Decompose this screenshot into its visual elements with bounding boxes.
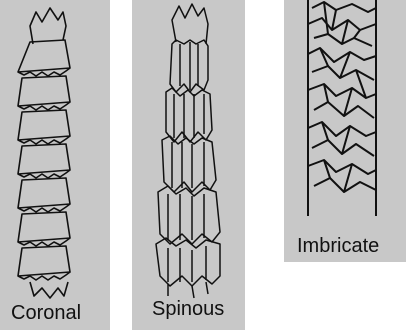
spinous-label: Spinous	[152, 299, 224, 319]
imbricate-label: Imbricate	[297, 236, 379, 256]
imbricate-scale-drawing	[284, 0, 406, 262]
imbricate-panel: Imbricate	[284, 0, 406, 262]
coronal-panel: Coronal	[0, 0, 110, 330]
coronal-scale-drawing	[0, 0, 110, 330]
spinous-scale-drawing	[132, 0, 245, 330]
coronal-label: Coronal	[11, 303, 81, 323]
spinous-panel: Spinous	[132, 0, 245, 330]
